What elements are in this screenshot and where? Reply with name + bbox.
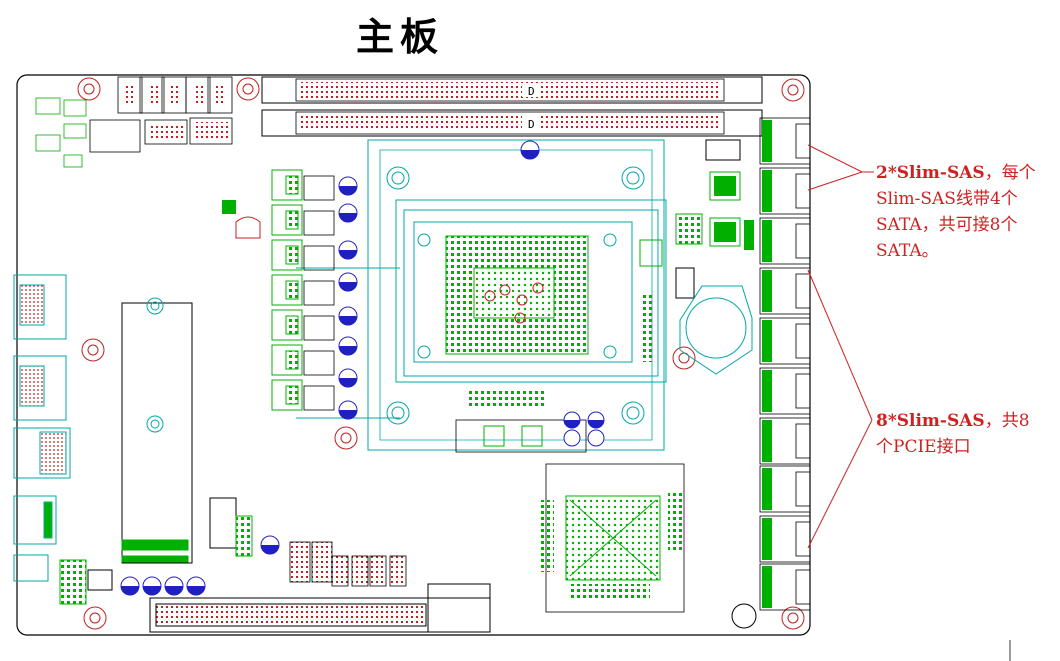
sata-annotation-line4: SATA。 <box>876 241 939 261</box>
pcie-annotation-line2: 个PCIE接口 <box>876 437 971 457</box>
rear-io-top <box>35 76 233 168</box>
memory-slots: D D <box>261 76 763 137</box>
sata-annotation-line2: Slim-SAS线带4个 <box>876 189 1018 209</box>
sata-annotation-line3: SATA，共可接8个 <box>876 215 1018 235</box>
m2-slot <box>121 297 193 564</box>
pcie-annotation-line1-rest: ，共8 <box>984 411 1030 431</box>
pcie-slot-bottom <box>149 583 491 633</box>
vrm-components <box>222 169 358 420</box>
rear-io-left <box>13 274 71 582</box>
annotation-leaders <box>807 144 874 549</box>
socket-bottom-components <box>455 390 605 453</box>
dimm-label-a: D <box>528 85 535 98</box>
bottom-left-components <box>59 497 407 605</box>
cpu-center-components <box>484 282 544 324</box>
sata-annotation-line1-rest: ，每个 <box>984 163 1036 183</box>
sata-annotation-line1-bold: 2*Slim-SAS <box>876 163 985 183</box>
right-components <box>639 139 754 375</box>
pcie-annotation-line1-bold: 8*Slim-SAS <box>876 411 985 431</box>
pcie-annotation: 8*Slim-SAS，共8 个PCIE接口 <box>876 408 1056 460</box>
mounting-holes <box>77 77 805 630</box>
header-pins <box>124 84 230 138</box>
dimm-label-b: D <box>528 118 535 131</box>
slim-sas-connectors <box>731 117 811 629</box>
sata-annotation: 2*Slim-SAS，每个 Slim-SAS线带4个 SATA，共可接8个 SA… <box>876 160 1056 264</box>
chipset <box>540 463 685 613</box>
page-title: 主板 <box>356 15 445 59</box>
